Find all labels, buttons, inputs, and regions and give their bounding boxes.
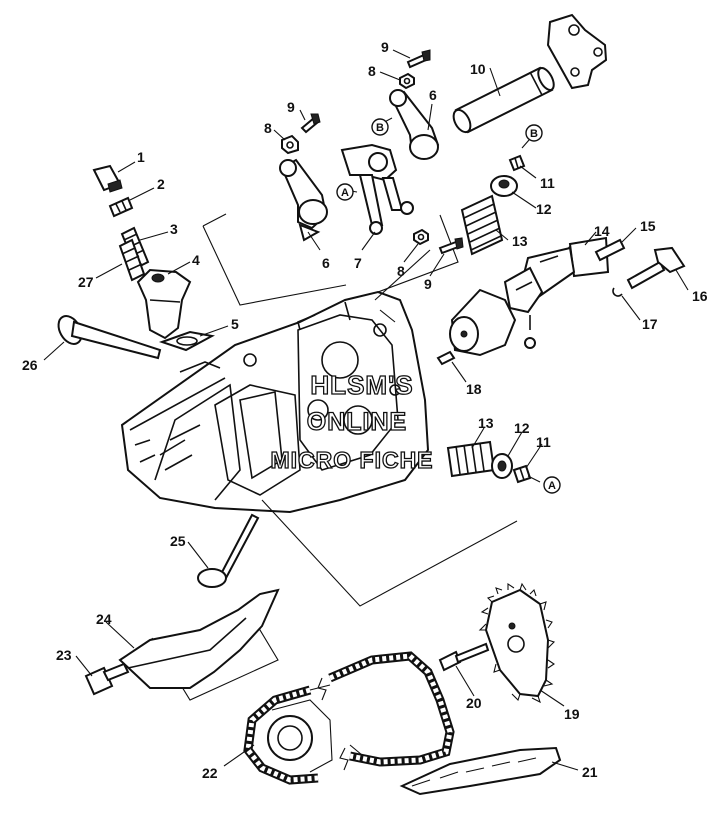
adjuster-nut-8-lower xyxy=(413,228,429,246)
watermark-line-1: HLSM'S xyxy=(310,370,413,400)
valve-spring-lower xyxy=(446,440,496,478)
callout-16: 16 xyxy=(692,288,708,304)
callout-12-upper: 12 xyxy=(536,201,552,217)
svg-text:B: B xyxy=(530,128,538,140)
callout-21: 21 xyxy=(582,764,598,780)
callout-4: 4 xyxy=(192,252,200,268)
watermark-line-2: ONLINE xyxy=(307,408,407,436)
cam-chain-tensioner xyxy=(136,268,192,340)
intake-valve xyxy=(57,315,162,360)
callout-23: 23 xyxy=(56,647,72,663)
timing-chain xyxy=(243,651,455,785)
adjuster-screw-9-left xyxy=(300,113,321,134)
callout-22: 22 xyxy=(202,765,218,781)
callout-12-lower: 12 xyxy=(514,420,530,436)
rocker-support-bracket xyxy=(546,13,608,90)
cam-sprocket xyxy=(478,582,556,704)
rocker-arm-left xyxy=(279,158,328,242)
camshaft-pin xyxy=(594,238,626,262)
callout-10: 10 xyxy=(470,61,486,77)
dowel-pin xyxy=(436,350,456,366)
callout-leaders xyxy=(43,49,689,771)
svg-text:A: A xyxy=(548,480,556,492)
callout-17: 17 xyxy=(642,316,658,332)
plug-bolt xyxy=(92,164,123,193)
callout-26: 26 xyxy=(22,357,38,373)
callout-15: 15 xyxy=(640,218,656,234)
callout-20: 20 xyxy=(466,695,482,711)
callout-5: 5 xyxy=(231,316,239,332)
watermark: HLSM'S ONLINE MICRO FICHE xyxy=(270,369,433,473)
rocker-shaft xyxy=(452,66,555,134)
callout-18: 18 xyxy=(466,381,482,397)
callout-8-left: 8 xyxy=(264,120,272,136)
cylinder-head xyxy=(120,290,430,514)
watermark-line-3: MICRO FICHE xyxy=(270,447,433,473)
callout-9-upper: 9 xyxy=(381,39,389,55)
callout-numbers: 1 2 3 4 5 6 6 7 8 8 8 9 9 9 10 11 11 12 … xyxy=(22,39,708,781)
rocker-bracket xyxy=(340,143,414,235)
callout-1: 1 xyxy=(137,149,145,165)
callout-11-lower: 11 xyxy=(536,434,551,450)
valve-spring-upper xyxy=(460,194,504,256)
callout-19: 19 xyxy=(564,706,580,722)
tensioner-gasket xyxy=(158,330,215,352)
callout-7: 7 xyxy=(354,255,362,271)
valve-collet-lower xyxy=(512,464,532,484)
reference-marks: A A B B xyxy=(336,118,561,494)
callout-24: 24 xyxy=(96,611,112,627)
reference-b-right: B xyxy=(525,124,543,142)
reference-b-left: B xyxy=(371,118,389,136)
adjuster-screw-9-upper xyxy=(406,49,431,69)
callout-2: 2 xyxy=(157,176,165,192)
adjuster-nut-8-left xyxy=(281,134,299,155)
callout-6-left: 6 xyxy=(322,255,330,271)
callout-8-upper: 8 xyxy=(368,63,376,79)
chain-guide xyxy=(399,746,562,796)
tensioner-bolt xyxy=(84,662,130,696)
callout-13-lower: 13 xyxy=(478,415,494,431)
spring-retainer-upper xyxy=(490,175,518,197)
decompressor-shaft xyxy=(626,246,686,290)
retaining-clip xyxy=(612,287,623,297)
cam-chain-tensioner-arm xyxy=(118,588,280,689)
callout-25: 25 xyxy=(170,533,186,549)
spring-27 xyxy=(118,238,146,282)
callout-13-upper: 13 xyxy=(512,233,528,249)
callout-8-lower: 8 xyxy=(397,263,405,279)
spring-2 xyxy=(108,196,134,218)
callout-27: 27 xyxy=(78,274,94,290)
adjuster-nut-8-upper xyxy=(399,72,415,90)
svg-text:A: A xyxy=(341,187,349,199)
reference-a-lower: A xyxy=(543,476,561,494)
callout-14: 14 xyxy=(594,223,610,239)
exhaust-valve xyxy=(197,513,260,588)
callout-3: 3 xyxy=(170,221,178,237)
adjuster-screw-9-lower xyxy=(438,237,464,255)
reference-a-upper: A xyxy=(336,183,354,201)
callout-11-upper: 11 xyxy=(540,175,555,191)
rocker-arm-right xyxy=(389,89,440,160)
callout-6-right: 6 xyxy=(429,87,437,103)
svg-text:B: B xyxy=(376,122,384,134)
callout-9-left: 9 xyxy=(287,99,295,115)
camshaft xyxy=(449,236,610,357)
sprocket-bolt xyxy=(438,642,490,672)
crankshaft-sprocket xyxy=(267,699,333,773)
callout-9-lower: 9 xyxy=(424,276,432,292)
spring-retainer-lower xyxy=(491,453,513,479)
